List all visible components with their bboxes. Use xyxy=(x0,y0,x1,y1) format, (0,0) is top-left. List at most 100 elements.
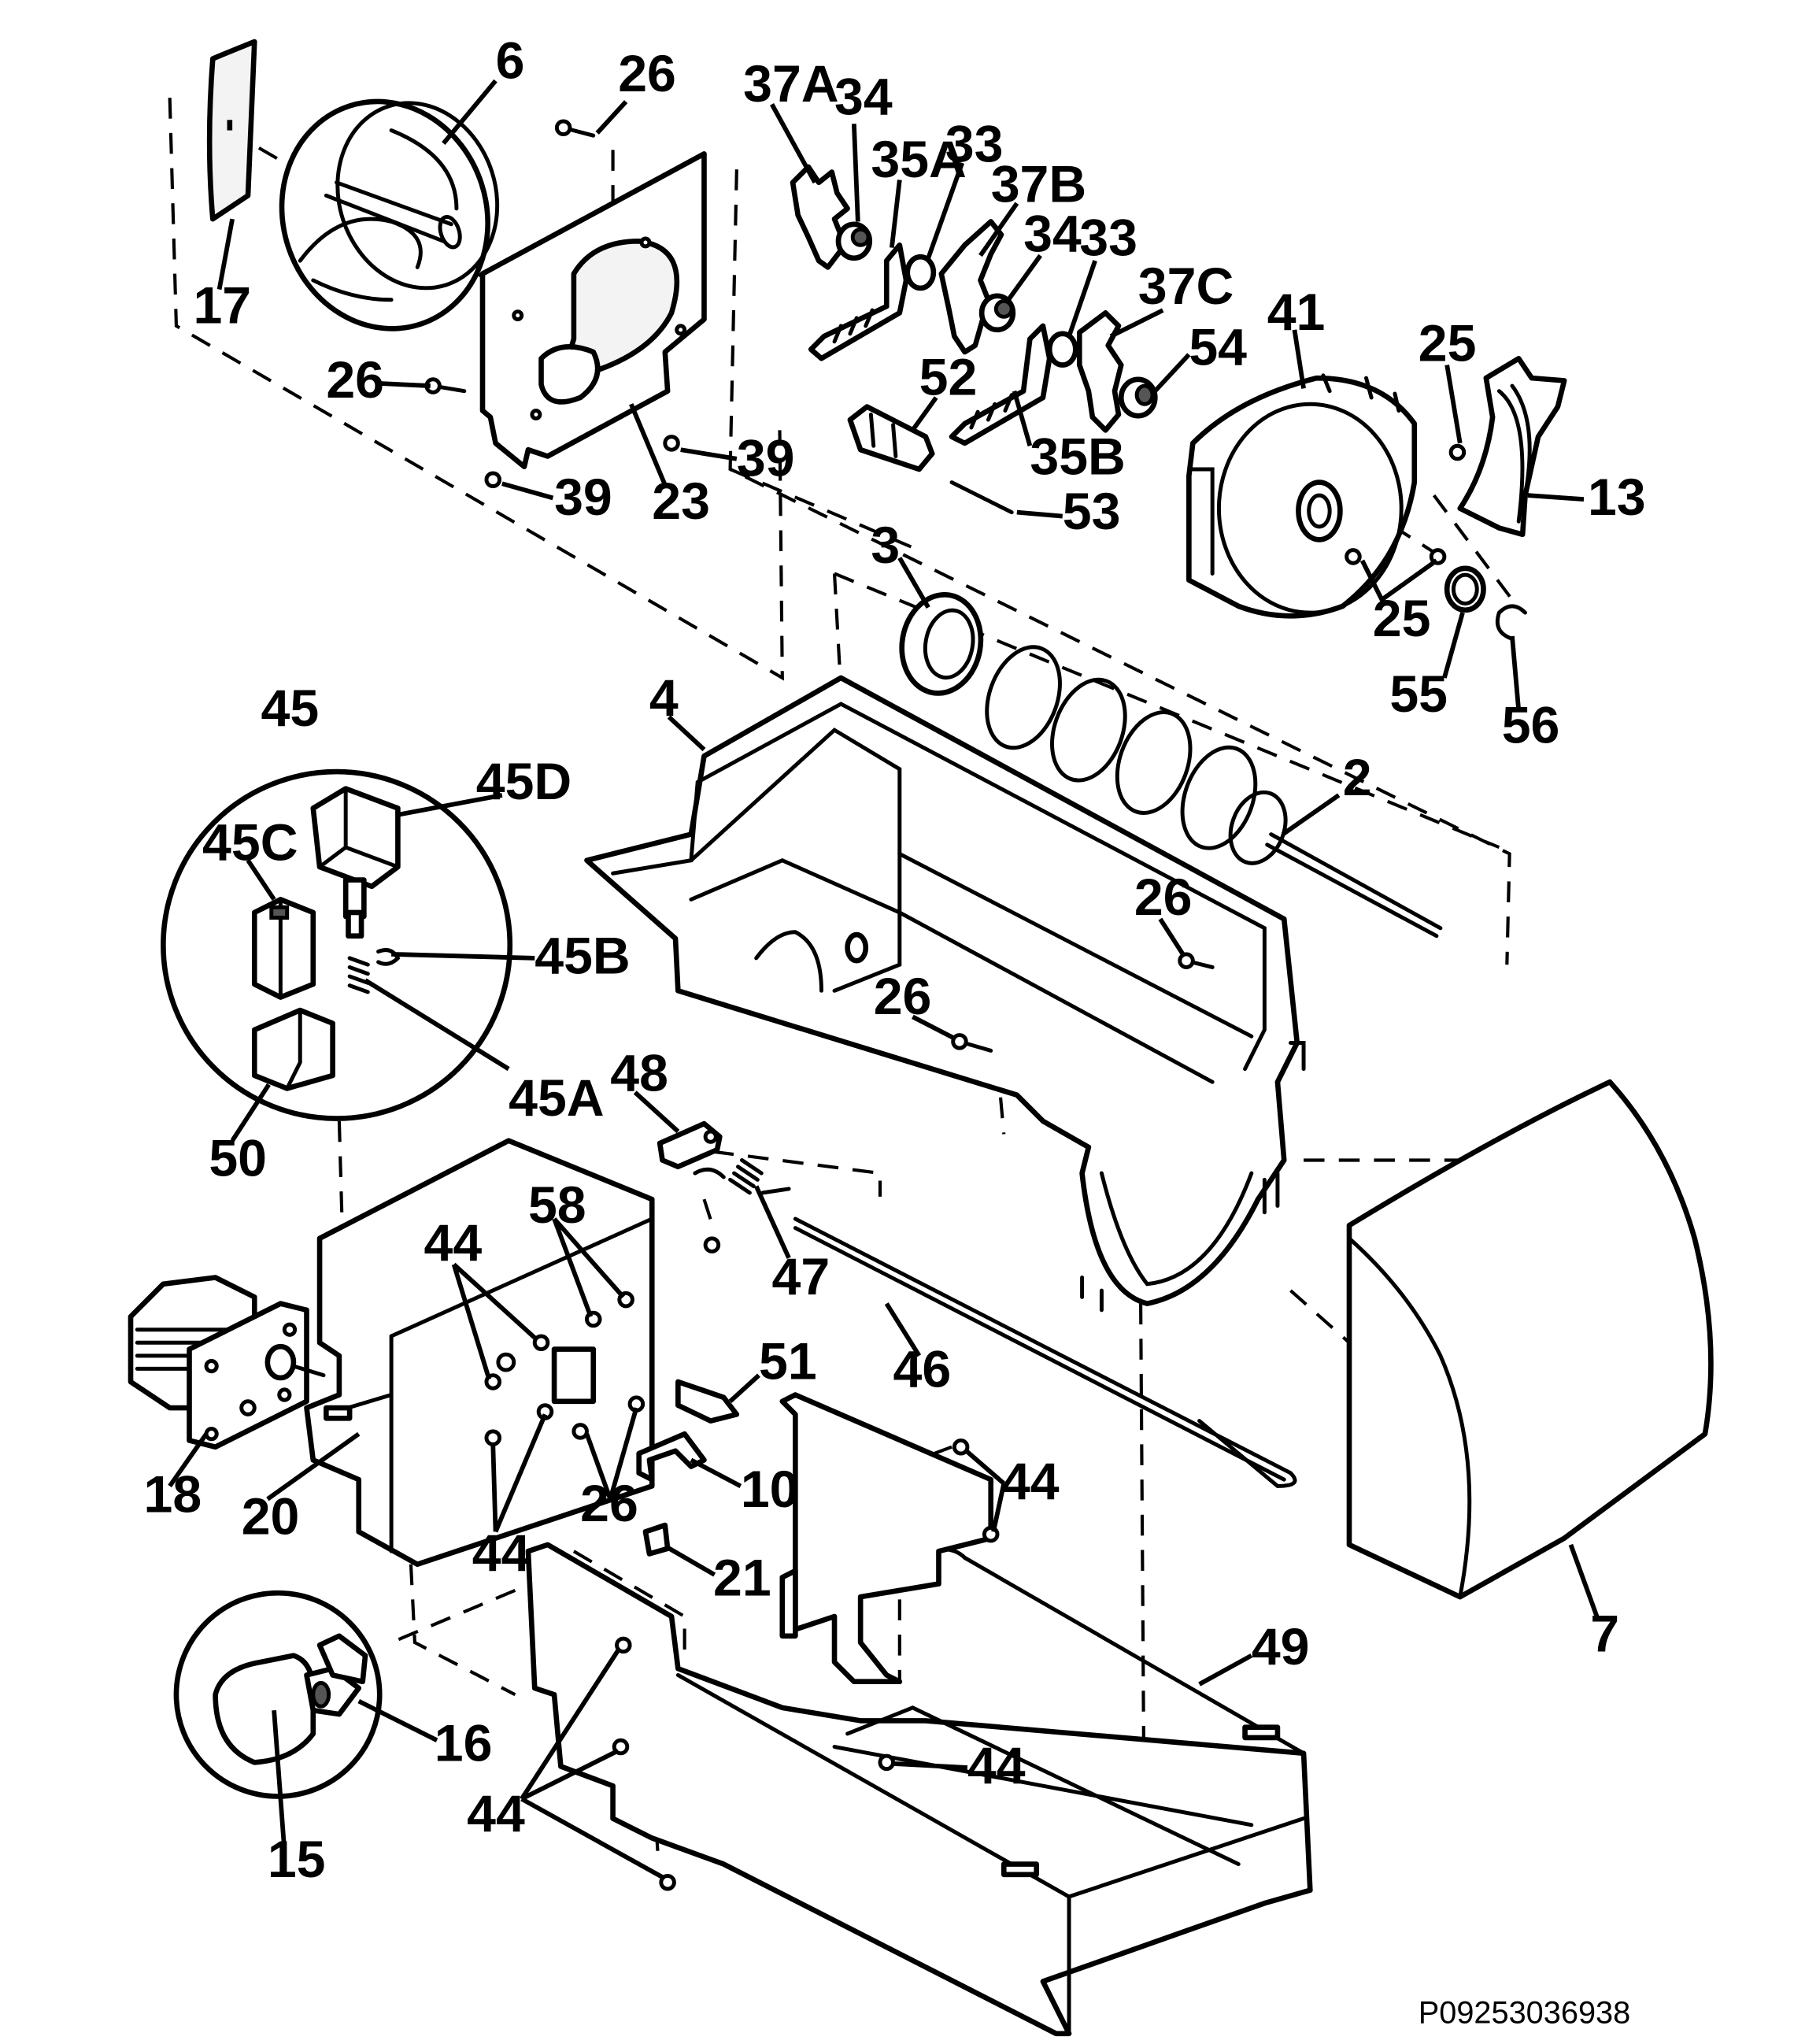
callout-45D: 45D xyxy=(476,753,571,811)
part-33-spacer-a xyxy=(904,254,937,291)
callout-48: 48 xyxy=(610,1045,668,1103)
part-56-clip xyxy=(1495,604,1527,641)
callout-23: 23 xyxy=(652,472,710,531)
part-37A-arm xyxy=(790,164,850,270)
part-21-clip xyxy=(642,1522,671,1557)
part-17-panel xyxy=(206,39,257,222)
callout-20: 20 xyxy=(242,1488,300,1546)
callout-56: 56 xyxy=(1502,697,1560,755)
screw-44-box-a xyxy=(532,1334,550,1352)
part-35A-arm xyxy=(808,242,909,361)
detail-lamp-circle xyxy=(173,1590,383,1799)
callout-16: 16 xyxy=(435,1715,493,1773)
screw-26-bucket-a xyxy=(1178,952,1215,969)
callout-21: 21 xyxy=(713,1549,771,1607)
callout-15: 15 xyxy=(268,1831,326,1889)
screw-44-right-a xyxy=(952,1438,970,1456)
detail-45-circle xyxy=(161,768,513,1121)
screw-26-box-b xyxy=(571,1423,589,1440)
callout-35B: 35B xyxy=(1030,428,1125,487)
callout-34: 34 xyxy=(1023,206,1082,264)
callout-54: 54 xyxy=(1189,319,1247,377)
callout-33: 33 xyxy=(1079,209,1137,268)
callout-45: 45 xyxy=(261,679,320,738)
callout-4: 4 xyxy=(649,669,679,728)
callout-33: 33 xyxy=(945,115,1004,173)
callout-58: 58 xyxy=(528,1176,586,1235)
part-2-auger xyxy=(985,645,1443,939)
callout-34: 34 xyxy=(834,69,893,127)
part-47-spring xyxy=(693,1158,791,1195)
part-53-pin xyxy=(949,480,1014,515)
part-41-housing xyxy=(1186,373,1418,619)
callout-44: 44 xyxy=(472,1524,531,1583)
callout-37A: 37A xyxy=(743,55,838,113)
callout-25: 25 xyxy=(1419,315,1477,373)
part-34-bushing-b xyxy=(978,293,1016,333)
callout-44: 44 xyxy=(1001,1453,1060,1511)
callout-26: 26 xyxy=(580,1475,638,1533)
part-34-bushing-a xyxy=(835,221,873,261)
callout-44: 44 xyxy=(424,1214,483,1272)
callout-6: 6 xyxy=(496,31,525,90)
callout-25: 25 xyxy=(1373,590,1431,648)
part-49-tray xyxy=(525,1542,1313,2037)
callout-46: 46 xyxy=(893,1341,952,1399)
callout-39: 39 xyxy=(554,468,612,527)
callout-37B: 37B xyxy=(991,156,1086,214)
callout-26: 26 xyxy=(1134,868,1193,927)
part-7-cover xyxy=(1346,1079,1714,1600)
part-33-spacer-b xyxy=(1046,331,1078,368)
part-51-plug xyxy=(675,1379,740,1424)
leader-lines xyxy=(168,79,1600,1879)
callout-35A: 35A xyxy=(871,131,966,189)
callout-53: 53 xyxy=(1063,483,1121,541)
callout-13: 13 xyxy=(1588,468,1646,527)
part-46-rod xyxy=(793,1216,1297,1488)
callout-3: 3 xyxy=(871,517,900,575)
callout-45A: 45A xyxy=(509,1069,604,1128)
screw-near-47 xyxy=(703,1236,721,1253)
drawing-code: P09253036938 xyxy=(1419,1996,1630,2031)
callout-18: 18 xyxy=(144,1466,202,1524)
callout-26: 26 xyxy=(326,351,384,409)
screw-44-tray xyxy=(878,1753,896,1772)
part-35B-arm xyxy=(949,323,1052,446)
callout-39: 39 xyxy=(737,429,795,487)
screw-26-left xyxy=(424,377,467,394)
part-55-ring xyxy=(1444,565,1486,613)
part-3-collar xyxy=(899,592,984,696)
callout-45C: 45C xyxy=(202,814,298,872)
callout-10: 10 xyxy=(741,1461,799,1519)
callout-49: 49 xyxy=(1252,1618,1310,1676)
callout-55: 55 xyxy=(1389,665,1448,724)
callout-52: 52 xyxy=(919,349,978,407)
screw-26-top xyxy=(554,119,596,138)
callout-37C: 37C xyxy=(1138,257,1234,316)
screw-44-left-c xyxy=(659,1873,676,1891)
callout-41: 41 xyxy=(1267,283,1326,342)
part-18-motor xyxy=(128,1275,326,1450)
screw-25-b xyxy=(1345,548,1362,565)
callout-26: 26 xyxy=(618,45,676,103)
callout-17: 17 xyxy=(193,277,251,335)
screw-39-a xyxy=(484,471,502,489)
callout-45B: 45B xyxy=(535,928,630,986)
part-4-bucket xyxy=(584,675,1306,1313)
callout-2: 2 xyxy=(1343,749,1372,807)
screw-44-box-d xyxy=(484,1429,502,1446)
part-54-bushing xyxy=(1118,376,1158,419)
part-divider-bracket xyxy=(779,1392,994,1685)
part-52-actuator xyxy=(847,404,935,472)
callout-26: 26 xyxy=(874,968,932,1026)
screw-25-a xyxy=(1448,443,1467,461)
callout-50: 50 xyxy=(209,1129,267,1187)
callout-51: 51 xyxy=(759,1333,817,1391)
screw-44-left-a xyxy=(615,1636,632,1654)
part-37C-arm xyxy=(1076,310,1124,433)
part-37B-arm xyxy=(938,219,1004,355)
part-10-bracket xyxy=(636,1431,707,1483)
part-48-bracket xyxy=(657,1120,723,1170)
screw-39-b xyxy=(663,435,680,452)
